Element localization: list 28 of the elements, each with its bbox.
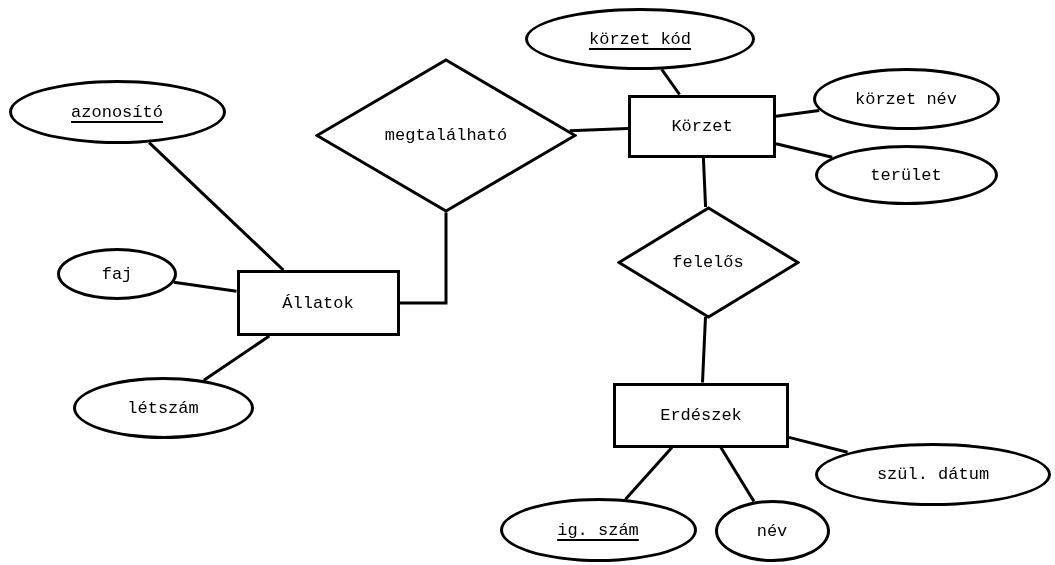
attribute-name: létszám: [127, 398, 199, 418]
attribute-name: körzet név: [855, 89, 957, 109]
connector-line: [399, 212, 448, 305]
connector-line: [173, 280, 237, 293]
connector-line: [569, 127, 629, 133]
key-attribute-name: körzet kód: [589, 29, 691, 49]
connector-line: [788, 435, 848, 454]
relationship-name: megtalálható: [384, 125, 508, 145]
key-attribute-name: azonosító: [71, 102, 163, 122]
relationship-diamond: [315, 57, 577, 213]
attribute-name: terület: [870, 165, 942, 185]
entity-box: [236, 270, 400, 336]
entity-name: Körzet: [671, 116, 733, 136]
entity-box: [613, 382, 789, 448]
connector-line: [775, 109, 820, 118]
connector-line: [660, 68, 681, 96]
entity-box: [628, 94, 776, 158]
key-attribute-name: ig. szám: [557, 520, 639, 540]
attribute-name: faj: [101, 264, 133, 284]
relationship-name: felelős: [672, 252, 744, 272]
entity-name: Állatok: [282, 293, 354, 313]
relationship-diamond: [616, 205, 800, 319]
connector-line: [701, 157, 708, 208]
entity-name: Erdészek: [660, 405, 742, 425]
connector-line: [701, 316, 707, 383]
attribute-name: szül. dátum: [876, 464, 990, 484]
connector-line: [775, 142, 833, 159]
attribute-name: név: [756, 521, 788, 541]
